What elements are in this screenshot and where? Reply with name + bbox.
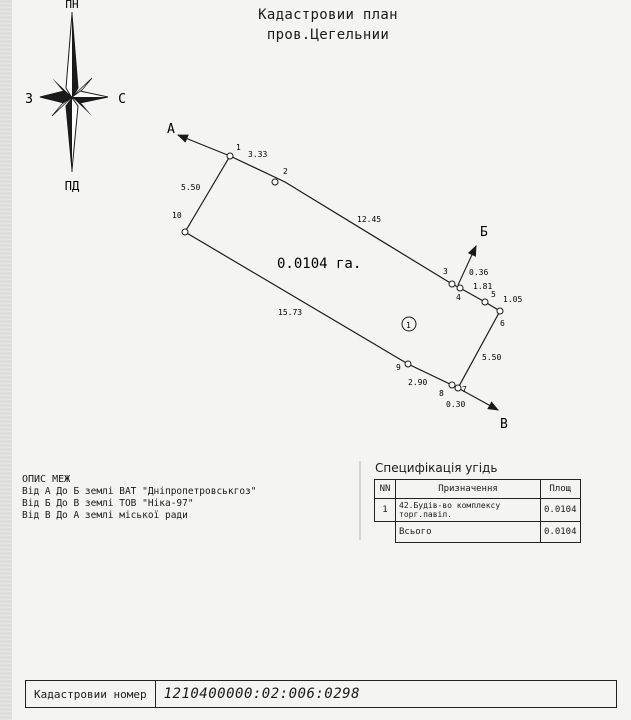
- boundary-line: Від А До Б землі ВАТ "Дніпропетровськгоз…: [22, 486, 257, 497]
- direction-label-a: А: [167, 122, 175, 137]
- scanned-page-edge: [0, 0, 12, 720]
- column-header: Площ: [540, 479, 581, 499]
- plan-title: Кадастровии план: [258, 7, 398, 23]
- boundary-vertices: [181, 152, 504, 392]
- distance-label: 1.05: [503, 295, 522, 304]
- compass-rose-icon: ПН ПД З С: [25, 0, 126, 193]
- distance-label: 5.50: [181, 183, 200, 192]
- point-label: 9: [396, 363, 401, 372]
- point-label: 3: [443, 267, 448, 276]
- cadastral-number-box: Кадастровии номер 1210400000:02:006:0298: [25, 680, 617, 708]
- distance-label: 15.73: [278, 308, 302, 317]
- distance-label: 0.36: [469, 268, 488, 277]
- table-cell: 42.Будів-во комплексу торг.павіл.: [395, 498, 541, 522]
- parcel-boundary: [184, 155, 501, 389]
- table-total-row: Всього 0.0104: [374, 521, 581, 543]
- parcel-area-label: 0.0104 га.: [277, 256, 361, 272]
- table-row: 1 42.Будів-во комплексу торг.павіл. 0.01…: [374, 498, 581, 522]
- column-header: NN: [374, 479, 396, 499]
- specification-title: Специфікація угідь: [375, 461, 498, 475]
- parcel-number: 1: [406, 321, 411, 330]
- point-label: 10: [172, 211, 182, 220]
- compass-west: З: [25, 92, 33, 107]
- point-label: 1: [236, 143, 241, 152]
- boundary-line: Від Б До В землі ТОВ "Ніка-97": [22, 498, 194, 509]
- direction-label-v: В: [500, 417, 508, 432]
- point-label: 2: [283, 167, 288, 176]
- boundary-line: Від В До А землі міської ради: [22, 510, 188, 521]
- total-label: Всього: [395, 521, 541, 543]
- direction-arrow-a: [176, 134, 231, 157]
- boundary-description: ОПИС МЕЖ Від А До Б землі ВАТ "Дніпропет…: [22, 474, 257, 522]
- plan-subtitle: пров.Цегельнии: [266, 27, 390, 43]
- compass-north: ПН: [65, 0, 78, 11]
- specification-table: NN Призначення Площ 1 42.Будів-во компле…: [374, 479, 581, 543]
- distance-label: 5.50: [482, 353, 501, 362]
- distance-label: 1.81: [473, 282, 492, 291]
- cadastral-number-value: 1210400000:02:006:0298: [163, 686, 361, 702]
- segment-distances: 3.33 12.45 0.36 1.81 1.05 5.50 0.30 2.90…: [181, 150, 522, 409]
- parcel-number-marker: [401, 316, 417, 332]
- compass-south: ПД: [65, 179, 80, 193]
- point-label: 4: [456, 293, 461, 302]
- point-label: 6: [500, 319, 505, 328]
- point-numbers: 1 2 3 4 5 6 7 8 9 10: [172, 143, 505, 398]
- point-label: 8: [439, 389, 444, 398]
- distance-label: 2.90: [408, 378, 427, 387]
- direction-label-b: Б: [480, 225, 488, 240]
- compass-east: С: [118, 92, 126, 107]
- point-label: 5: [491, 290, 496, 299]
- boundary-description-heading: ОПИС МЕЖ: [22, 474, 71, 485]
- total-area: 0.0104: [540, 521, 581, 543]
- direction-arrow-v: [457, 387, 499, 411]
- table-cell: 0.0104: [540, 498, 581, 522]
- distance-label: 12.45: [357, 215, 381, 224]
- direction-arrow-b: [457, 245, 477, 286]
- column-header: Призначення: [395, 479, 541, 499]
- point-label: 7: [462, 385, 467, 394]
- table-cell: 1: [374, 498, 396, 522]
- distance-label: 3.33: [248, 150, 267, 159]
- table-header-row: NN Призначення Площ: [374, 479, 581, 499]
- cadastral-number-label: Кадастровии номер: [26, 681, 156, 707]
- distance-label: 0.30: [446, 400, 465, 409]
